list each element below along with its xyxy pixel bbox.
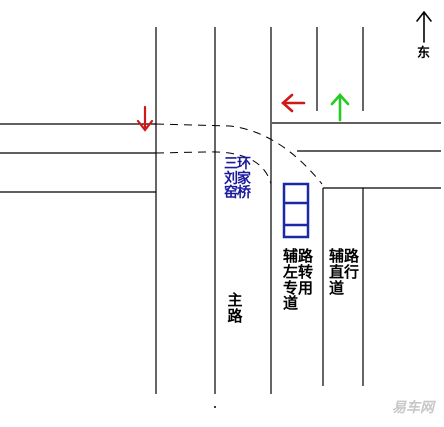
down-arrow-icon (136, 105, 154, 132)
watermark-logo: 易车网 (392, 400, 434, 416)
road-lines (0, 27, 441, 394)
car-icon (282, 182, 310, 239)
left-turn-lane-label: 辅路 左转 专用 道 (283, 247, 314, 313)
up-arrow-icon (330, 93, 350, 122)
bridge-label: 三环 刘家 窑桥 (224, 156, 251, 202)
turn-path-upper (155, 123, 323, 185)
turn-paths (155, 123, 323, 185)
main-road-label: 主 路 (227, 291, 243, 325)
straight-lane-label: 辅路 直行 道 (329, 247, 360, 297)
turn-path-lower (155, 151, 272, 185)
left-arrow-icon (281, 93, 306, 113)
compass-arrow-icon (416, 10, 432, 43)
bottom-dot (214, 406, 216, 408)
compass-label: 东 (417, 46, 431, 61)
